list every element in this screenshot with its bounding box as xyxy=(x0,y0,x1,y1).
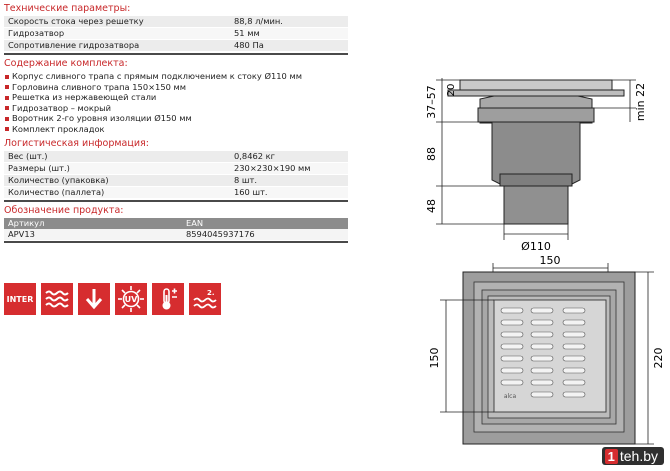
tech-value: 51 мм xyxy=(230,27,348,40)
logistics-value: 0,8462 кг xyxy=(230,150,348,163)
logistics-value: 160 шт. xyxy=(230,186,348,199)
logistics-label: Количество (упаковка) xyxy=(4,174,230,187)
dim-48: 48 xyxy=(425,199,438,213)
table-row: Вес (шт.)0,8462 кг xyxy=(4,150,348,163)
logo-number: 1 xyxy=(604,448,618,464)
article-value: APV13 xyxy=(8,228,35,239)
divider xyxy=(4,53,348,55)
tech-title: Технические параметры: xyxy=(4,3,131,14)
inter-icon-label: INTER xyxy=(6,294,34,304)
uv-icon: UV xyxy=(115,283,147,315)
grate-mark: alca xyxy=(504,393,517,400)
tech-label: Сопротивление гидрозатвора xyxy=(4,39,230,52)
dim-20: 20 xyxy=(446,84,457,97)
dim-150-h: 150 xyxy=(540,254,561,267)
dim-150-v: 150 xyxy=(428,348,441,369)
article-header: Артикул xyxy=(8,217,45,228)
ean-value: 8594045937176 xyxy=(186,228,255,239)
tech-label: Гидрозатвор xyxy=(4,27,230,40)
list-item: Корпус сливного трапа с прямым подключен… xyxy=(4,71,348,82)
spec-sheet: Технические параметры: Скорость стока че… xyxy=(4,0,348,243)
technical-drawing: 37–57 20 88 48 min 22 Ø110 150 xyxy=(425,78,665,445)
table-row: Количество (упаковка)8 шт. xyxy=(4,174,348,187)
logistics-label: Размеры (шт.) xyxy=(4,162,230,175)
designation-header: Артикул EAN xyxy=(4,217,348,229)
inter-icon: INTER xyxy=(4,283,36,315)
level-icon-label: 2. xyxy=(207,289,215,297)
down-arrow-icon xyxy=(78,283,110,315)
temperature-icon xyxy=(152,283,184,315)
dim-d110: Ø110 xyxy=(521,240,551,253)
kit-list: Корпус сливного трапа с прямым подключен… xyxy=(4,71,348,135)
uv-icon-label: UV xyxy=(125,295,138,304)
table-row: Количество (паллета)160 шт. xyxy=(4,186,348,199)
logistics-label: Вес (шт.) xyxy=(4,150,230,163)
logistics-value: 8 шт. xyxy=(230,174,348,187)
dim-37-57: 37–57 xyxy=(425,85,438,119)
plan-view: 150 alca 150 220 xyxy=(428,254,665,445)
divider xyxy=(4,199,348,202)
water-waves-icon xyxy=(41,283,73,315)
side-view: 37–57 20 88 48 min 22 Ø110 xyxy=(425,78,647,253)
feature-icons: INTER UV xyxy=(4,283,221,315)
kit-title: Содержание комплекта: xyxy=(4,58,128,69)
divider xyxy=(4,240,348,243)
table-row: Размеры (шт.)230×230×190 мм xyxy=(4,162,348,175)
dim-220: 220 xyxy=(652,348,665,369)
dim-88: 88 xyxy=(425,147,438,161)
designation-title: Обозначение продукта: xyxy=(4,204,124,216)
tech-value: 480 Па xyxy=(230,39,348,52)
ean-header: EAN xyxy=(186,217,204,228)
logistics-value: 230×230×190 мм xyxy=(230,162,348,175)
tech-value: 88,8 л/мин. xyxy=(230,16,348,28)
list-item: Гидрозатвор – мокрый xyxy=(4,103,348,114)
teh-by-logo: 1 teh.by xyxy=(601,447,664,465)
tech-label: Скорость стока через решетку xyxy=(4,16,230,28)
list-item: Решетка из нержавеющей стали xyxy=(4,92,348,103)
list-item: Горловина сливного трапа 150×150 мм xyxy=(4,82,348,93)
logo-text: teh.by xyxy=(619,448,658,464)
list-item: Воротник 2-го уровня изоляции Ø150 мм xyxy=(4,113,348,124)
logistics-label: Количество (паллета) xyxy=(4,186,230,199)
logistics-table: Вес (шт.)0,8462 кг Размеры (шт.)230×230×… xyxy=(4,150,348,199)
list-item: Комплект прокладок xyxy=(4,124,348,135)
dim-min22: min 22 xyxy=(634,83,647,121)
insulation-level-icon: 2. xyxy=(189,283,221,315)
table-row: APV13 8594045937176 xyxy=(4,228,348,240)
logistics-title: Логистическая информация: xyxy=(4,137,149,149)
